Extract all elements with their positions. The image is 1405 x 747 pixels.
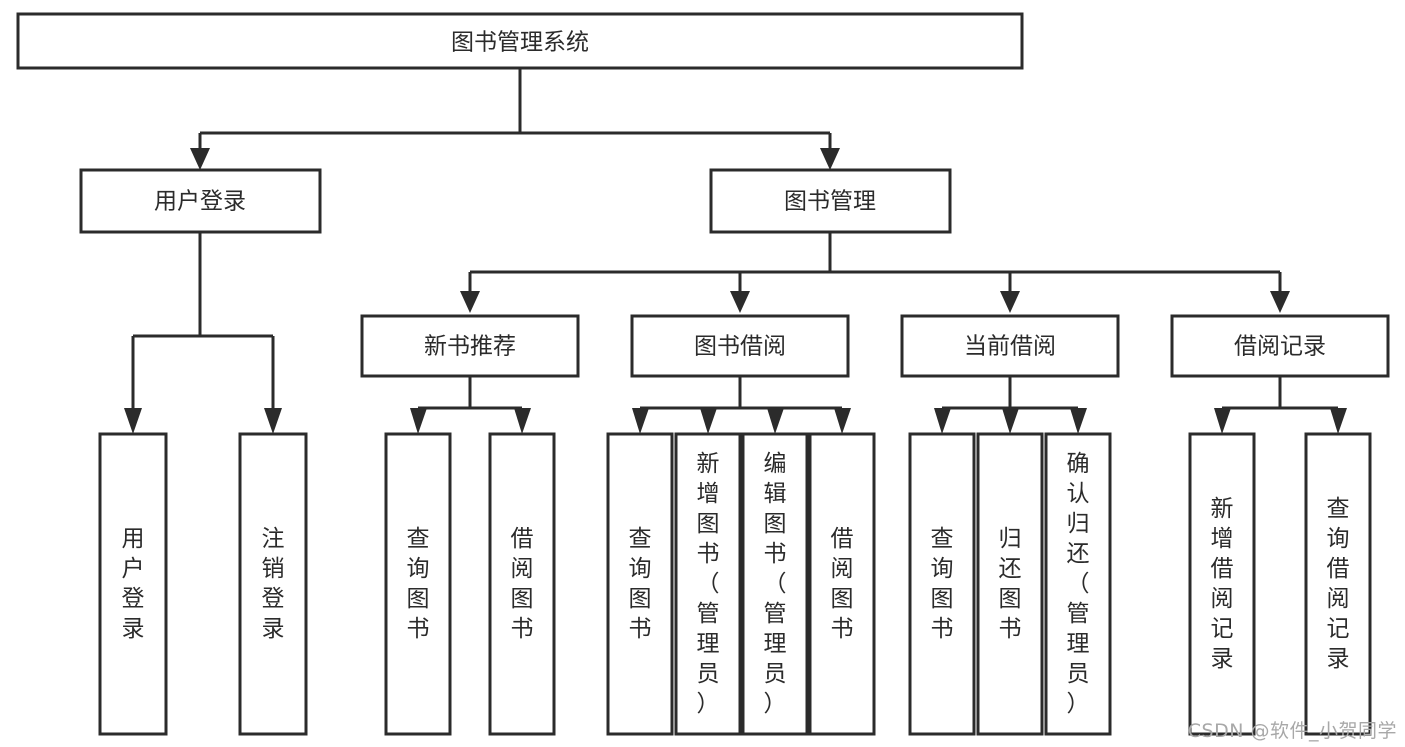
arrow-head-icon — [1270, 291, 1290, 313]
node-leaf[interactable]: 查询图书 — [384, 432, 452, 736]
arrow-head-icon — [1070, 408, 1087, 434]
node-leaf[interactable]: 借阅图书 — [808, 432, 876, 736]
node-borrow-record-label: 借阅记录 — [1234, 334, 1326, 360]
arrow-head-icon — [934, 408, 951, 434]
node-leaf-label: 编辑图书（管理员） — [764, 451, 787, 717]
node-book-management-label: 图书管理 — [784, 189, 876, 215]
node-book-management[interactable]: 图书管理 — [709, 168, 952, 234]
node-leaf-label: 注销登录 — [262, 526, 285, 642]
arrow-head-icon — [460, 291, 480, 313]
node-leaf-box[interactable] — [1304, 432, 1372, 736]
arrow-head-icon — [632, 408, 649, 434]
node-current-borrow-box[interactable] — [900, 314, 1120, 378]
node-leaf[interactable]: 查询图书 — [908, 432, 976, 736]
node-new-book-recommend-box[interactable] — [360, 314, 580, 378]
arrow-head-icon — [820, 148, 840, 170]
node-book-borrow[interactable]: 图书借阅 — [630, 314, 850, 378]
node-leaf-box[interactable] — [808, 432, 876, 736]
node-leaf[interactable]: 确认归还（管理员） — [1044, 432, 1112, 736]
node-root-box[interactable] — [16, 12, 1024, 70]
node-book-management-box[interactable] — [709, 168, 952, 234]
arrow-head-icon — [124, 408, 142, 434]
node-leaf-label: 借阅图书 — [831, 526, 854, 642]
connector-root-to-level2 — [190, 68, 840, 170]
node-leaf-box[interactable] — [1188, 432, 1256, 736]
node-leaf-box[interactable] — [488, 432, 556, 736]
arrow-head-icon — [700, 408, 717, 434]
node-leaf[interactable]: 新增借阅记录 — [1188, 432, 1256, 736]
node-user-login-box[interactable] — [79, 168, 322, 234]
connector-currentborrow-to-leaves — [934, 376, 1087, 434]
node-leaf-box[interactable] — [674, 432, 742, 736]
node-leaf-label: 查询借阅记录 — [1327, 496, 1350, 672]
arrow-head-icon — [767, 408, 784, 434]
node-borrow-record-box[interactable] — [1170, 314, 1390, 378]
node-new-book-recommend-label: 新书推荐 — [424, 334, 516, 360]
node-leaf-box[interactable] — [1044, 432, 1112, 736]
arrow-head-icon — [1002, 408, 1019, 434]
node-leaf-label: 新增借阅记录 — [1211, 496, 1234, 672]
node-user-login[interactable]: 用户登录 — [79, 168, 322, 234]
node-leaf-box[interactable] — [238, 432, 308, 736]
node-root-label: 图书管理系统 — [451, 30, 589, 56]
node-leaf[interactable]: 注销登录 — [238, 432, 308, 736]
node-leaf[interactable]: 编辑图书（管理员） — [741, 432, 809, 736]
arrow-head-icon — [190, 148, 210, 170]
node-leaf-box[interactable] — [976, 432, 1044, 736]
connector-bookmgmt-to-level3 — [460, 232, 1290, 313]
node-leaf-label: 查询图书 — [931, 526, 954, 642]
node-leaf-label: 查询图书 — [629, 526, 652, 642]
node-leaf-box[interactable] — [908, 432, 976, 736]
arrow-head-icon — [1330, 408, 1347, 434]
node-leaf-label: 归还图书 — [999, 526, 1022, 642]
node-leaf-box[interactable] — [384, 432, 452, 736]
node-leaf-label: 新增图书（管理员） — [697, 451, 720, 717]
node-leaf-label: 用户登录 — [122, 526, 145, 642]
node-current-borrow-label: 当前借阅 — [964, 334, 1056, 360]
node-current-borrow[interactable]: 当前借阅 — [900, 314, 1120, 378]
node-user-login-label: 用户登录 — [154, 189, 246, 215]
node-leaf-box[interactable] — [606, 432, 674, 736]
node-leaf[interactable]: 借阅图书 — [488, 432, 556, 736]
connector-borrowrecord-to-leaves — [1214, 376, 1347, 434]
node-root[interactable]: 图书管理系统 — [16, 12, 1024, 70]
connector-bookborrow-to-leaves — [632, 376, 851, 434]
arrow-head-icon — [730, 291, 750, 313]
node-leaf-label: 查询图书 — [407, 526, 430, 642]
node-book-borrow-box[interactable] — [630, 314, 850, 378]
node-leaf-box[interactable] — [98, 432, 168, 736]
node-leaf[interactable]: 新增图书（管理员） — [674, 432, 742, 736]
node-borrow-record[interactable]: 借阅记录 — [1170, 314, 1390, 378]
arrow-head-icon — [1000, 291, 1020, 313]
node-leaf-label: 借阅图书 — [511, 526, 534, 642]
arrow-head-icon — [410, 408, 427, 434]
node-leaf[interactable]: 查询图书 — [606, 432, 674, 736]
node-leaf-label: 确认归还（管理员） — [1067, 451, 1090, 717]
node-new-book-recommend[interactable]: 新书推荐 — [360, 314, 580, 378]
connector-userlogin-to-leaves — [124, 232, 282, 434]
node-book-borrow-label: 图书借阅 — [694, 334, 786, 360]
node-leaf[interactable]: 用户登录 — [98, 432, 168, 736]
arrow-head-icon — [264, 408, 282, 434]
arrow-head-icon — [1214, 408, 1231, 434]
arrow-head-icon — [514, 408, 531, 434]
arrow-head-icon — [834, 408, 851, 434]
node-leaf[interactable]: 查询借阅记录 — [1304, 432, 1372, 736]
node-leaf[interactable]: 归还图书 — [976, 432, 1044, 736]
connector-newbook-to-leaves — [410, 376, 531, 434]
node-leaf-box[interactable] — [741, 432, 809, 736]
csdn-watermark: CSDN @软件_小贺同学 — [1187, 720, 1397, 742]
